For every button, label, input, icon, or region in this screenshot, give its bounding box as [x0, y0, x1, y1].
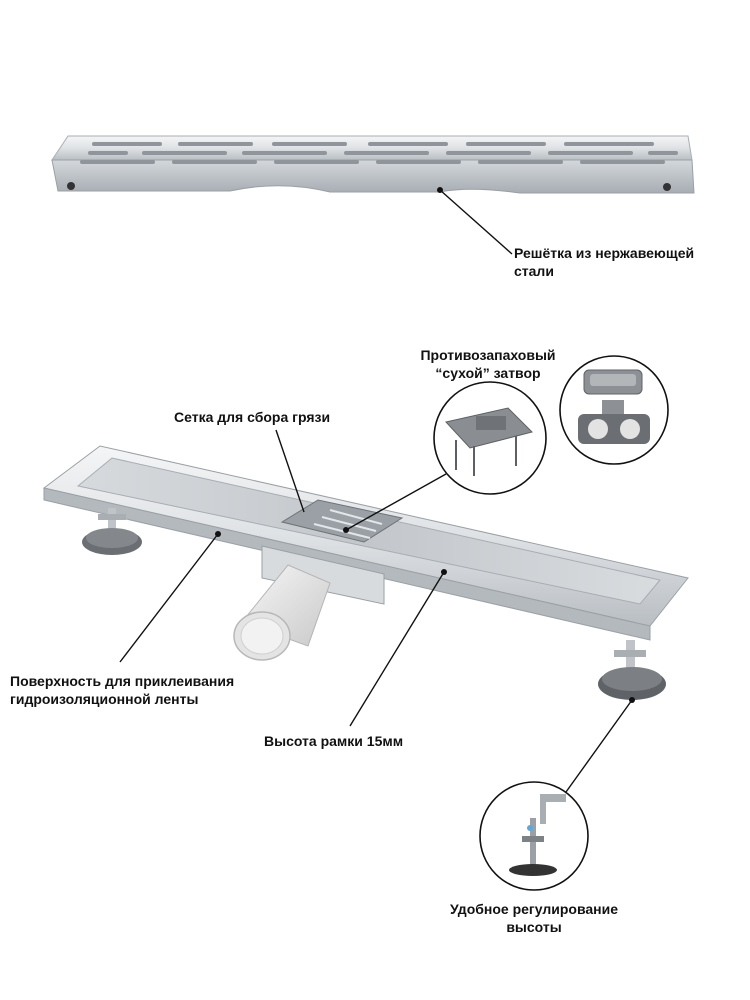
label-adjustment-line2: высоты [506, 919, 562, 935]
label-surface: Поверхность для приклеивания гидроизоляц… [10, 672, 234, 708]
label-grate-line2: стали [514, 263, 554, 279]
label-grate: Решётка из нержавеющей стали [514, 244, 694, 280]
label-adjustment: Удобное регулирование высоты [420, 900, 648, 936]
valve-detail-circle [559, 355, 669, 465]
label-dry-trap-line2: “сухой” затвор [435, 365, 541, 381]
callout-lines [119, 429, 633, 793]
label-dry-trap: Противозапаховый “сухой” затвор [398, 346, 578, 382]
label-frame-height: Высота рамки 15мм [264, 733, 404, 749]
label-grate-line1: Решётка из нержавеющей [514, 245, 695, 261]
label-mesh: Сетка для сбора грязи [174, 409, 331, 425]
steel-grate [51, 135, 695, 194]
label-surface-line1: Поверхность для приклеивания [10, 673, 235, 689]
drain-channel [42, 445, 689, 641]
outlet-pipe [233, 545, 385, 661]
adjustable-foot-right [598, 640, 666, 700]
label-dry-trap-line1: Противозапаховый [420, 347, 556, 363]
grate-callout-line [437, 187, 513, 255]
dry-trap-detail-circle [433, 381, 547, 495]
label-adjustment-line1: Удобное регулирование [449, 901, 619, 917]
adjustable-foot-left [82, 508, 142, 555]
label-surface-line2: гидроизоляционной ленты [10, 691, 199, 707]
callout-dots [215, 527, 635, 703]
height-adjust-detail-circle [479, 781, 589, 891]
